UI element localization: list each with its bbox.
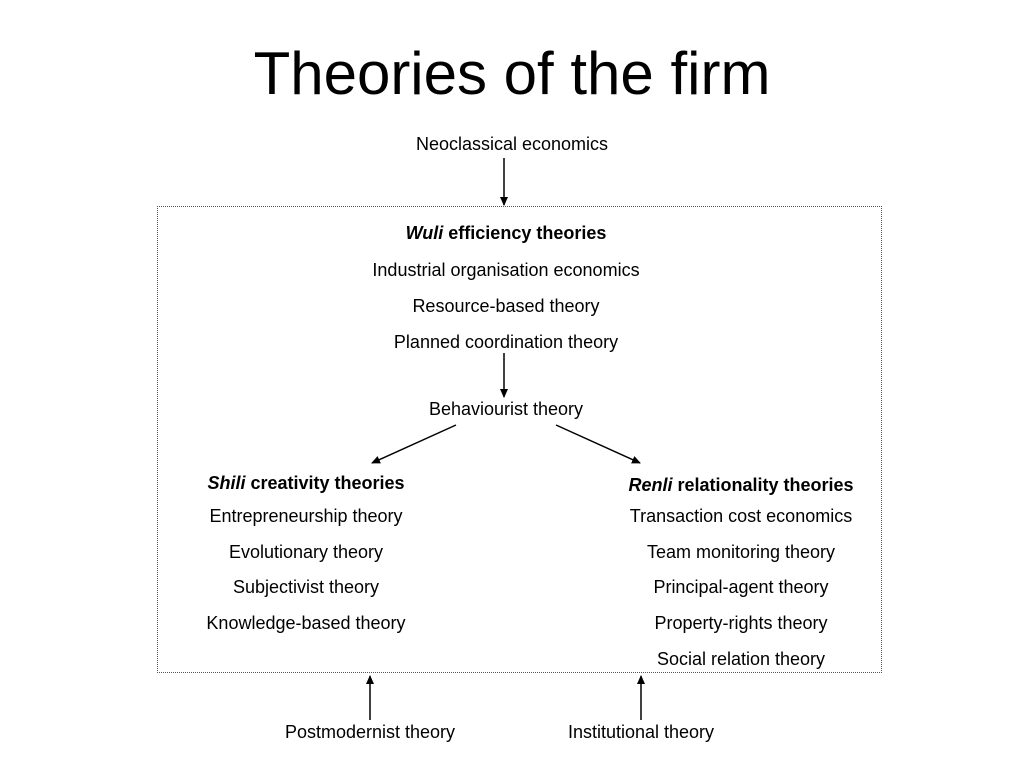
right-item-property-rights: Property-rights theory [654,613,828,633]
right-item-principal-agent: Principal-agent theory [653,577,829,597]
right-item-social-relation: Social relation theory [656,649,826,669]
left-item-knowledge-based: Knowledge-based theory [206,613,406,633]
shili-heading-rest: creativity theories [245,473,405,493]
arrow-behaviourist-to-renli [555,424,641,464]
wuli-heading: Wuli efficiency theories [356,222,656,244]
left-item-evolutionary: Evolutionary theory [228,542,384,562]
shili-heading: Shili creativity theories [156,472,456,494]
neoclassical-economics-label: Neoclassical economics [415,134,609,154]
behaviourist-theory-label: Behaviourist theory [428,399,584,419]
right-item-team-monitoring: Team monitoring theory [646,542,836,562]
arrow-behaviourist-to-shili [371,424,457,464]
left-item-entrepreneurship: Entrepreneurship theory [209,506,403,526]
page-title: Theories of the firm [253,40,771,107]
institutional-theory-label: Institutional theory [567,722,715,742]
renli-heading-rest: relationality theories [672,475,854,495]
wuli-heading-rest: efficiency theories [443,223,607,243]
center-item-industrial-organisation: Industrial organisation economics [372,260,640,280]
renli-heading-em: Renli [628,475,673,495]
left-item-subjectivist: Subjectivist theory [232,577,380,597]
wuli-heading-em: Wuli [405,223,444,243]
center-item-planned-coordination: Planned coordination theory [393,332,619,352]
renli-heading: Renli relationality theories [591,474,891,496]
shili-heading-em: Shili [207,473,246,493]
right-item-transaction-cost: Transaction cost economics [629,506,853,526]
postmodernist-theory-label: Postmodernist theory [284,722,456,742]
center-item-resource-based: Resource-based theory [412,296,600,316]
theories-container-box [157,206,882,673]
